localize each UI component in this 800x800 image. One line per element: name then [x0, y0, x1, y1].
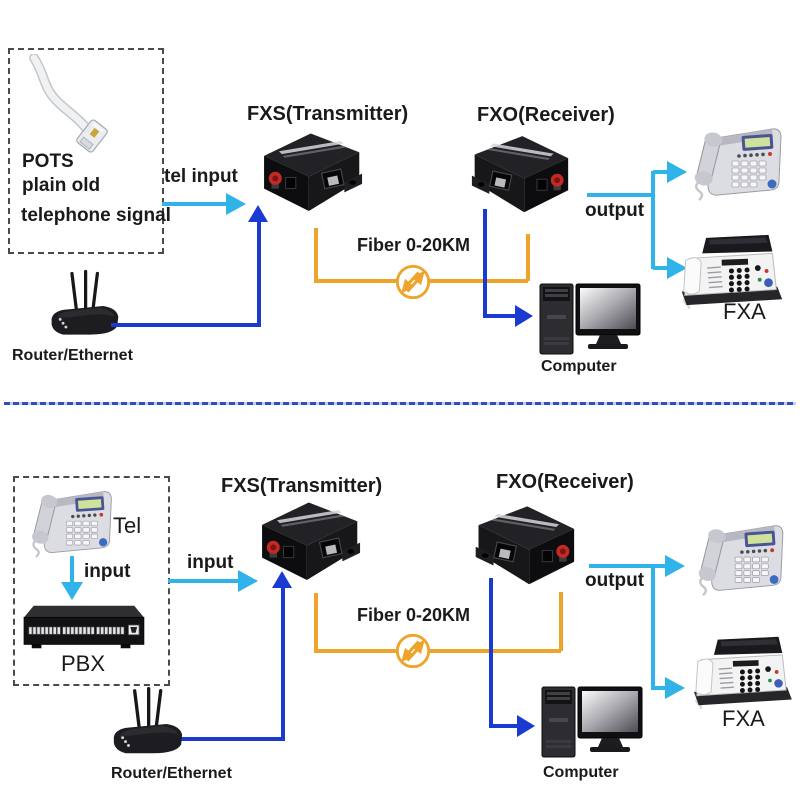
- desk-phone-image-pbx-box: [24, 486, 116, 560]
- input-down-label: input: [84, 561, 131, 582]
- desk-phone-image-top: [686, 122, 786, 204]
- fxs-device-image-bottom: [249, 493, 361, 583]
- output-line-vertical-bottom: [651, 566, 655, 690]
- pbx-image: [16, 598, 150, 656]
- input-label: input: [187, 552, 234, 573]
- fiber-label-top: Fiber 0-20KM: [357, 235, 471, 255]
- output-line-horizontal-bottom: [589, 564, 667, 568]
- router-label-top: Router/Ethernet: [12, 347, 133, 364]
- router-to-fxs-line-vertical-top: [257, 221, 261, 327]
- fiber-label-bottom: Fiber 0-20KM: [357, 605, 471, 625]
- fxo-device-image-bottom: [472, 497, 590, 587]
- fxo-device-image-top: [468, 127, 584, 215]
- section-divider-dashed-line: [4, 402, 796, 405]
- computer-image-top: [528, 281, 643, 361]
- pots-cable-image: [20, 54, 120, 159]
- pbx-to-fxs-arrowhead-icon: [238, 570, 258, 592]
- tel-input-arrowhead-icon: [226, 193, 246, 215]
- fxo-to-computer-arrowhead-icon-bottom: [517, 715, 535, 737]
- fxs-device-image-top: [251, 124, 363, 214]
- fax-machine-image-bottom: [686, 633, 796, 709]
- output-arrowhead-phone-icon-top: [667, 161, 687, 183]
- fxo-to-computer-line-horizontal-bottom: [489, 724, 519, 728]
- router-label-bottom: Router/Ethernet: [111, 765, 232, 782]
- computer-label-top: Computer: [541, 358, 617, 375]
- fxo-to-computer-line-vertical-bottom: [489, 578, 493, 728]
- fiber-line-right-bottom: [559, 592, 563, 651]
- router-to-fxs-line-horizontal-top: [111, 323, 261, 327]
- fxo-label-bottom: FXO(Receiver): [496, 471, 634, 493]
- output-line-vertical-top: [651, 171, 655, 269]
- output-stub-fax-top: [653, 266, 669, 270]
- fiber-line-right-top: [526, 234, 530, 281]
- fxo-label-top: FXO(Receiver): [477, 104, 615, 126]
- pbx-label: PBX: [61, 651, 106, 676]
- output-stub-fax-bottom: [653, 686, 667, 690]
- fxa-label-bottom: FXA: [722, 706, 765, 731]
- router-to-fxs-line-vertical-bottom: [281, 588, 285, 741]
- router-to-fxs-arrowhead-icon-bottom: [272, 571, 292, 588]
- desk-phone-image-bottom: [690, 520, 788, 598]
- fxs-label-bottom: FXS(Transmitter): [221, 475, 383, 497]
- output-arrowhead-fax-icon-bottom: [665, 677, 685, 699]
- pbx-to-fxs-arrow-line: [168, 579, 240, 583]
- fiber-link-icon-top: [394, 263, 432, 301]
- tel-to-pbx-arrowhead-icon: [61, 582, 83, 600]
- computer-label-bottom: Computer: [543, 764, 619, 781]
- fiber-line-left-bottom: [314, 593, 318, 651]
- output-label-top: output: [585, 200, 645, 221]
- output-stub-phone-top: [653, 170, 669, 174]
- pots-box: [8, 48, 164, 254]
- fiber-link-icon-bottom: [394, 632, 432, 670]
- fiber-line-horizontal-bottom: [314, 649, 561, 653]
- fxa-label-top: FXA: [723, 299, 766, 324]
- router-image-top: [44, 268, 124, 346]
- router-image-bottom: [106, 686, 188, 764]
- tel-label: Tel: [113, 513, 142, 538]
- tel-input-arrow-line: [162, 202, 228, 206]
- pots-label-line1: POTS: [22, 151, 74, 172]
- fxo-to-computer-arrowhead-icon-top: [515, 305, 533, 327]
- router-to-fxs-arrowhead-icon-top: [248, 205, 268, 222]
- fax-machine-image-top: [672, 231, 788, 309]
- fxs-label-top: FXS(Transmitter): [247, 103, 409, 125]
- fiber-line-left-top: [314, 228, 318, 281]
- router-to-fxs-line-horizontal-bottom: [176, 737, 285, 741]
- output-label-bottom: output: [585, 570, 645, 591]
- pots-label-line3: telephone signal: [21, 205, 171, 226]
- fxo-to-computer-line-horizontal-top: [483, 314, 517, 318]
- output-line-horizontal-top: [587, 193, 653, 197]
- tel-input-label: tel input: [164, 166, 238, 187]
- tel-to-pbx-arrow-line: [70, 556, 74, 584]
- output-arrowhead-fax-icon-top: [667, 257, 687, 279]
- pots-label-line2: plain old: [22, 175, 101, 196]
- computer-image-bottom: [530, 684, 645, 764]
- fxo-to-computer-line-vertical-top: [483, 209, 487, 318]
- output-arrowhead-phone-icon-bottom: [665, 555, 685, 577]
